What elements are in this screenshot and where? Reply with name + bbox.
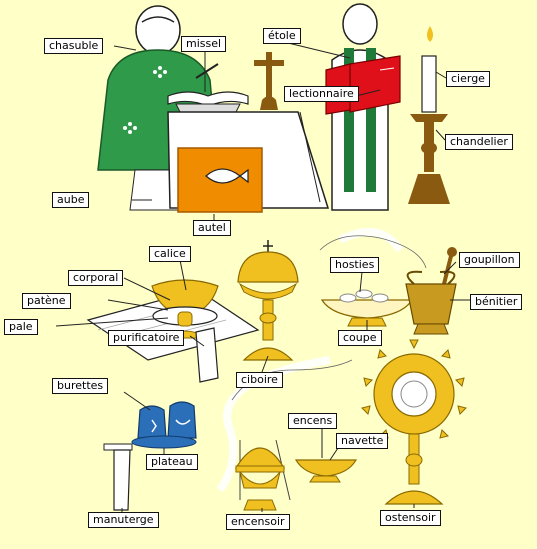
label-encens: encens — [288, 413, 338, 429]
label-goupillon: goupillon — [459, 252, 520, 268]
label-purificatoire: purificatoire — [108, 330, 185, 346]
label-chasuble: chasuble — [44, 38, 104, 54]
ciboire — [237, 240, 299, 361]
missel-book — [167, 91, 249, 113]
label-encensoir: encensoir — [226, 514, 290, 530]
benitier-goupillon — [405, 247, 457, 335]
label-patene: patène — [22, 293, 71, 309]
leader-lines — [55, 41, 470, 512]
label-hosties: hosties — [330, 257, 380, 273]
ostensoir — [361, 339, 467, 505]
crucifix — [254, 52, 284, 110]
label-chandelier: chandelier — [445, 134, 513, 150]
label-autel: autel — [193, 220, 231, 236]
label-manuterge: manuterge — [88, 512, 159, 528]
label-ciboire: ciboire — [236, 372, 283, 388]
calice-patene — [151, 279, 219, 339]
navette — [294, 459, 358, 483]
label-ostensoir: ostensoir — [380, 510, 441, 526]
reader-etole-figure — [325, 3, 401, 211]
label-cierge: cierge — [446, 71, 490, 87]
encensoir — [234, 439, 291, 511]
label-pale: pale — [4, 319, 38, 335]
label-navette: navette — [336, 433, 389, 449]
manuterge-towel — [103, 443, 133, 511]
label-plateau: plateau — [146, 454, 198, 470]
label-aube: aube — [52, 192, 90, 208]
label-lectionnaire: lectionnaire — [284, 86, 359, 102]
coupe-hosties — [320, 289, 414, 327]
label-benitier: bénitier — [470, 294, 523, 310]
label-calice: calice — [149, 246, 191, 262]
candle-chandelier — [408, 26, 450, 204]
altar — [167, 111, 330, 213]
label-etole: étole — [263, 28, 301, 44]
purificatoire-cloth — [195, 327, 219, 383]
label-coupe: coupe — [338, 330, 382, 346]
burettes-plateau — [131, 401, 197, 449]
label-burettes: burettes — [52, 378, 109, 394]
label-corporal: corporal — [68, 270, 124, 286]
label-missel: missel — [181, 36, 227, 52]
